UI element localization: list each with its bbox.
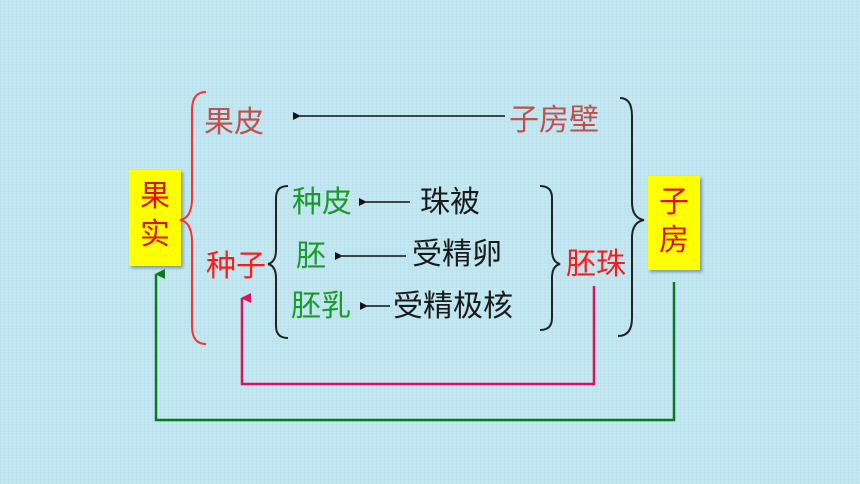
fruit-text: 果实 <box>140 179 170 252</box>
ovary-brace <box>617 97 645 337</box>
endosperm-label: 胚乳 <box>291 289 351 324</box>
ovule-brace <box>539 185 561 331</box>
seed-label: 种子 <box>206 249 266 284</box>
embryo-label: 胚 <box>296 239 326 274</box>
ovary-box: 子房 <box>648 176 700 270</box>
integument-label: 珠被 <box>420 185 480 220</box>
ovary-label: 子房 <box>654 184 694 260</box>
fruit-brace <box>179 91 207 345</box>
ovule-label: 胚珠 <box>566 247 626 282</box>
fertilized-polar-nuclei-label: 受精极核 <box>393 289 513 324</box>
ovary-text: 子房 <box>659 185 689 258</box>
seed-coat-label: 种皮 <box>292 185 352 220</box>
fruit-box: 果实 <box>129 170 181 266</box>
ovary-wall-label: 子房壁 <box>509 103 599 138</box>
fruit-label: 果实 <box>135 178 175 254</box>
pericarp-label: 果皮 <box>204 105 264 140</box>
seed-brace <box>267 185 289 339</box>
fertilized-egg-label: 受精卵 <box>412 237 502 272</box>
